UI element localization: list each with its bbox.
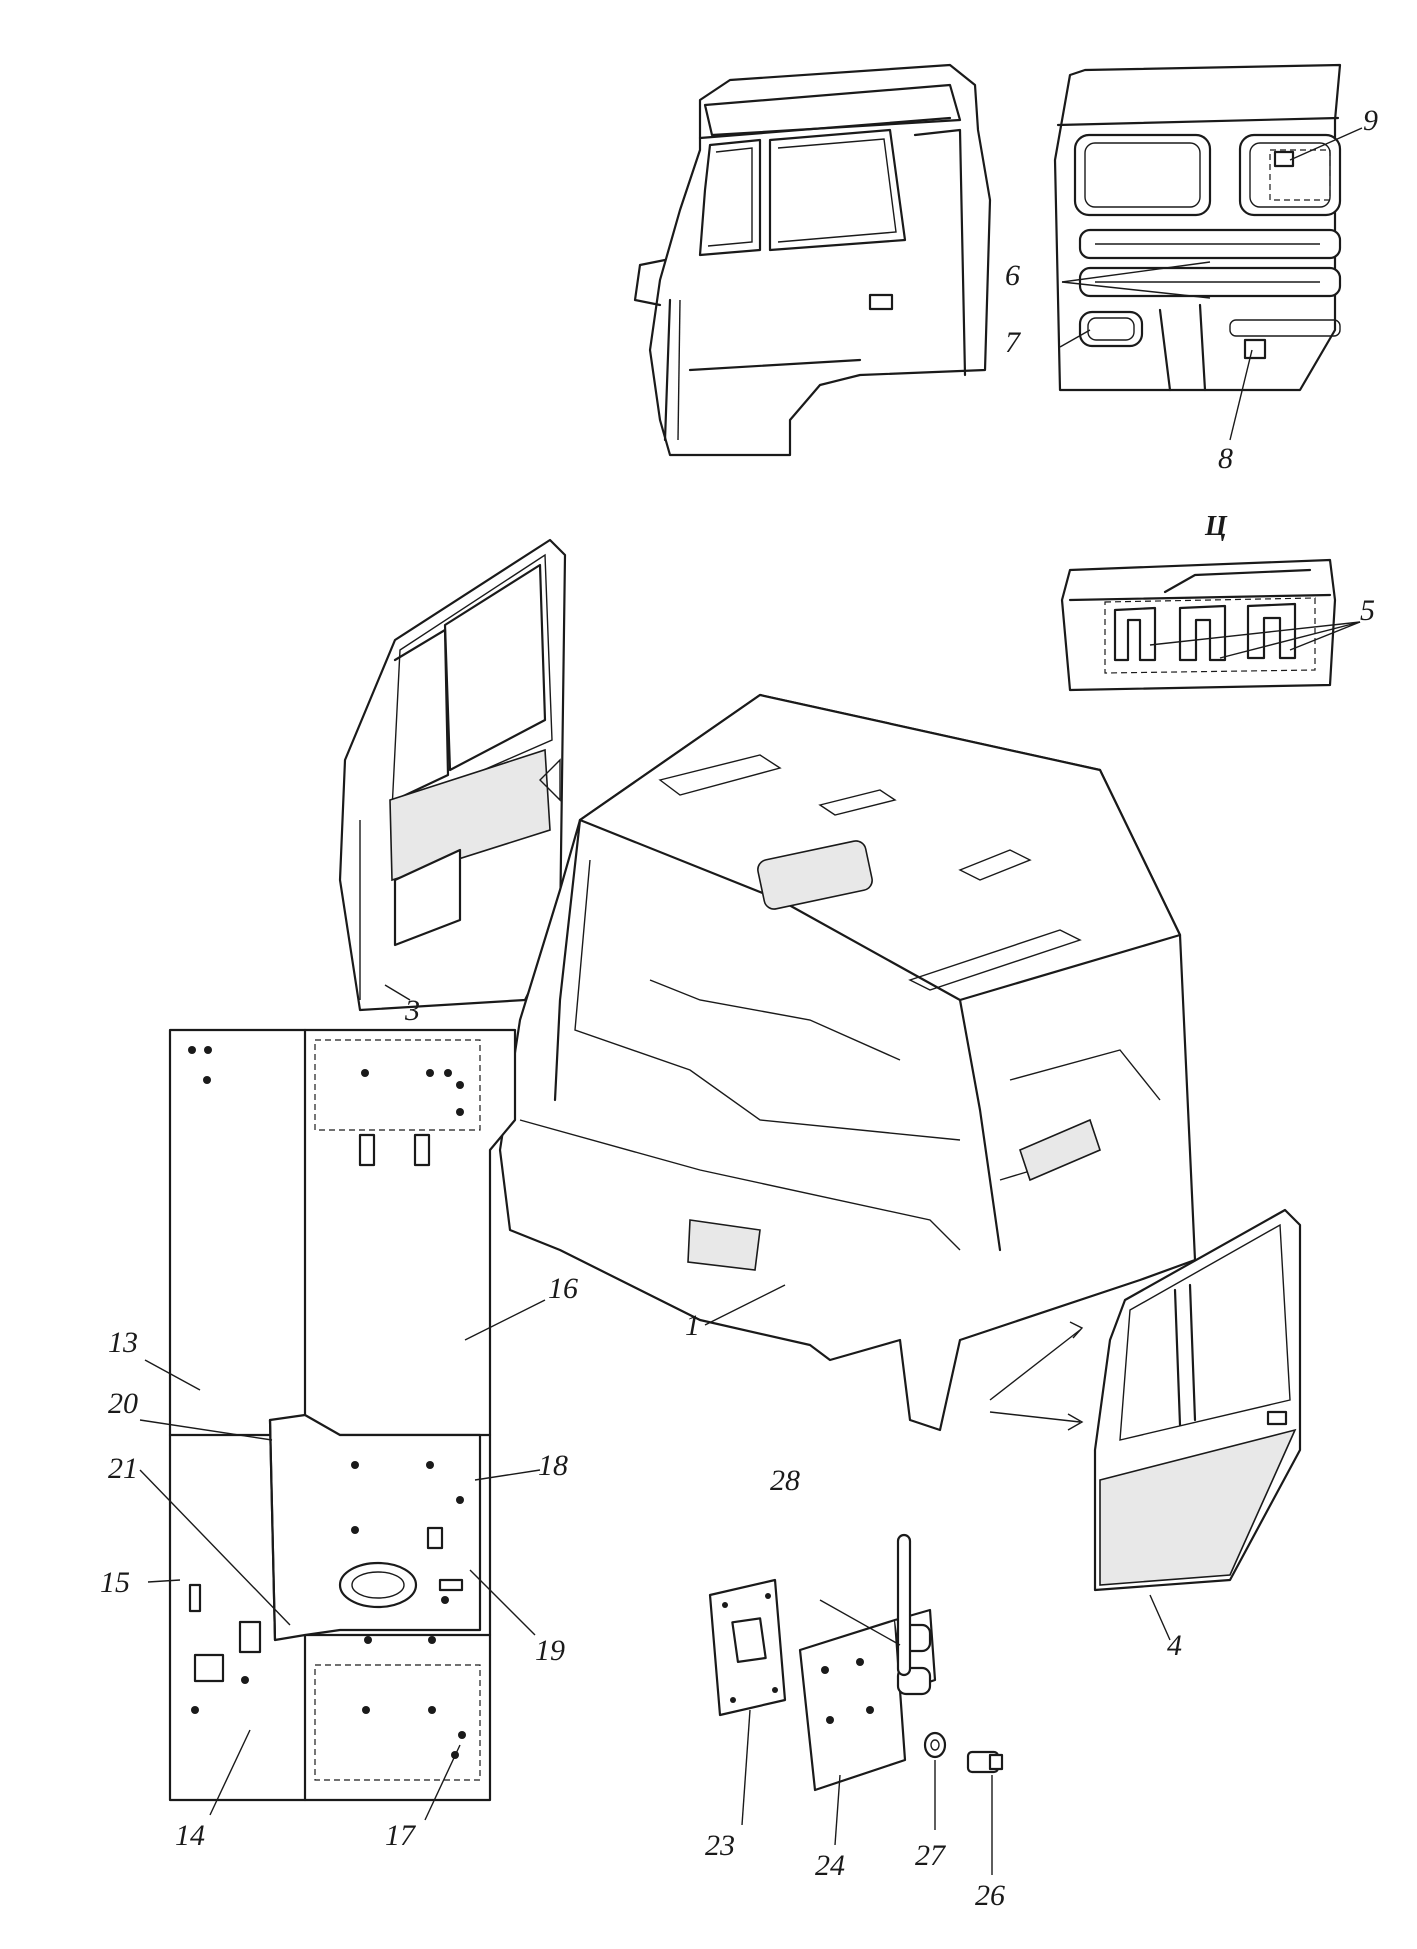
hinge-parts	[708, 1533, 1004, 1792]
callout-15: 15	[100, 1566, 130, 1599]
cab-side-view	[633, 63, 992, 457]
right-door	[1093, 1208, 1302, 1592]
callout-6: 6	[1005, 259, 1020, 292]
cab-body	[498, 693, 1197, 1432]
callout-21: 21	[108, 1452, 138, 1485]
callout-26: 26	[975, 1879, 1005, 1912]
callout-20: 20	[108, 1387, 138, 1420]
callout-14: 14	[175, 1819, 205, 1852]
callout-9: 9	[1363, 104, 1378, 137]
callout-1: 1	[685, 1309, 700, 1342]
cab-rear-view	[1053, 63, 1342, 392]
callout-7: 7	[1005, 326, 1022, 359]
callout-13: 13	[108, 1326, 138, 1359]
left-door	[338, 538, 567, 1012]
view-label: Ц	[1204, 511, 1228, 542]
callout-16: 16	[548, 1272, 578, 1305]
callout-4: 4	[1167, 1629, 1182, 1662]
callout-28: 28	[770, 1464, 800, 1497]
callout-27: 27	[915, 1839, 947, 1872]
callout-24: 24	[815, 1849, 845, 1882]
callout-8: 8	[1218, 442, 1233, 475]
callout-5: 5	[1360, 594, 1375, 627]
view-detail	[1060, 558, 1337, 692]
callout-3: 3	[404, 994, 420, 1027]
callout-23: 23	[705, 1829, 735, 1862]
floor-panel	[168, 1028, 517, 1802]
callout-18: 18	[538, 1449, 568, 1482]
callout-17: 17	[385, 1819, 417, 1852]
callout-19: 19	[535, 1634, 565, 1667]
